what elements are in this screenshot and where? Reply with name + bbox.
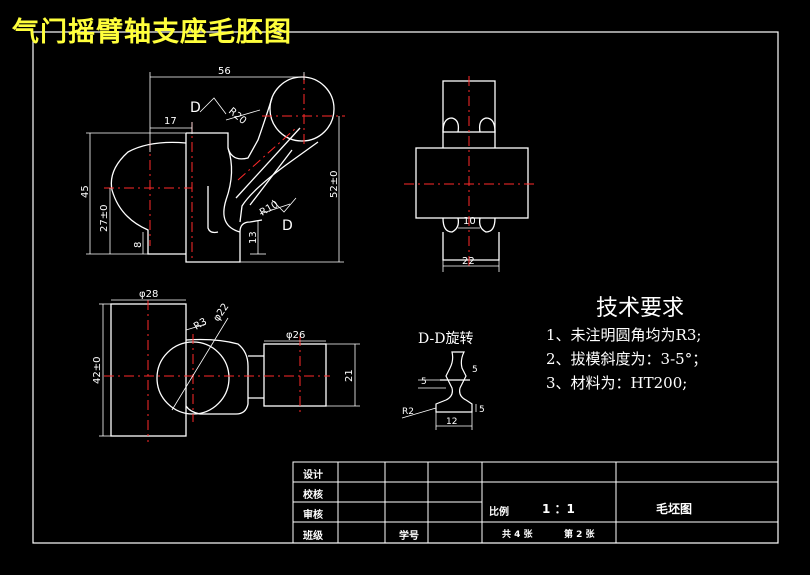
dim-r20: R20 [226, 106, 248, 127]
dim-27: 27±0 [99, 205, 110, 232]
dim-56: 56 [218, 66, 231, 77]
dim-side-22: 22 [462, 256, 475, 267]
dim-sec-5b: 5 [472, 365, 478, 375]
tb-design-label: 设计 [303, 470, 323, 481]
dim-phi22: φ22 [211, 302, 231, 324]
dim-sec-r2: R2 [402, 407, 414, 417]
requirement-item: 2、拔模斜度为：3-5°； [546, 350, 708, 368]
section-view-dimensions [401, 379, 477, 430]
dim-r10: R10 [258, 199, 281, 218]
section-view [435, 351, 473, 413]
side-view [415, 80, 529, 261]
sheet-frame [32, 31, 779, 544]
dim-45: 45 [80, 185, 91, 198]
dim-52: 52±0 [329, 171, 340, 198]
dim-sec-12: 12 [446, 417, 457, 427]
tb-scale-label: 比例 [489, 507, 509, 518]
requirements-heading: 技术要求 [596, 296, 685, 321]
dim-sec-5a: 5 [421, 377, 427, 387]
tb-class-label: 班级 [303, 531, 323, 542]
side-view-centerlines [404, 76, 536, 268]
dim-21: 21 [344, 369, 355, 382]
top-view [110, 303, 327, 437]
front-view-centerlines [104, 74, 345, 262]
tb-sheet-no: 第 2 张 [564, 530, 595, 540]
dim-sec-5c: 5 [479, 405, 485, 415]
dim-r3: R3 [192, 316, 209, 332]
requirement-item: 3、材料为：HT200; [546, 374, 688, 392]
dim-phi26: φ26 [286, 330, 305, 341]
front-view-dimensions [86, 72, 344, 263]
tb-scale-value: 1 ：1 [542, 502, 575, 516]
section-label: D-D旋转 [418, 331, 474, 347]
dim-side-10: 10 [463, 216, 476, 227]
dim-13: 13 [248, 231, 259, 244]
section-mark-d2: D [282, 218, 293, 234]
top-view-centerlines [104, 300, 330, 442]
side-view-dimensions [442, 227, 500, 272]
tb-student-no-label: 学号 [399, 531, 419, 542]
dim-17: 17 [164, 116, 177, 127]
tb-sheets-total: 共 4 张 [502, 530, 533, 540]
front-view [110, 76, 335, 263]
tb-drawing-name: 毛坯图 [656, 502, 693, 516]
dim-phi28: φ28 [139, 289, 158, 300]
section-mark-d1: D [190, 100, 201, 116]
top-view-dimensions [99, 299, 360, 437]
title-block-grid [292, 461, 779, 544]
requirement-item: 1、未注明圆角均为R3; [546, 326, 702, 344]
tb-review-label: 审核 [303, 510, 323, 521]
tb-check-label: 校核 [303, 490, 323, 501]
drawing-title: 气门摇臂轴支座毛胚图 [12, 17, 292, 48]
dim-42: 42±0 [92, 357, 103, 384]
dim-8: 8 [133, 242, 144, 248]
